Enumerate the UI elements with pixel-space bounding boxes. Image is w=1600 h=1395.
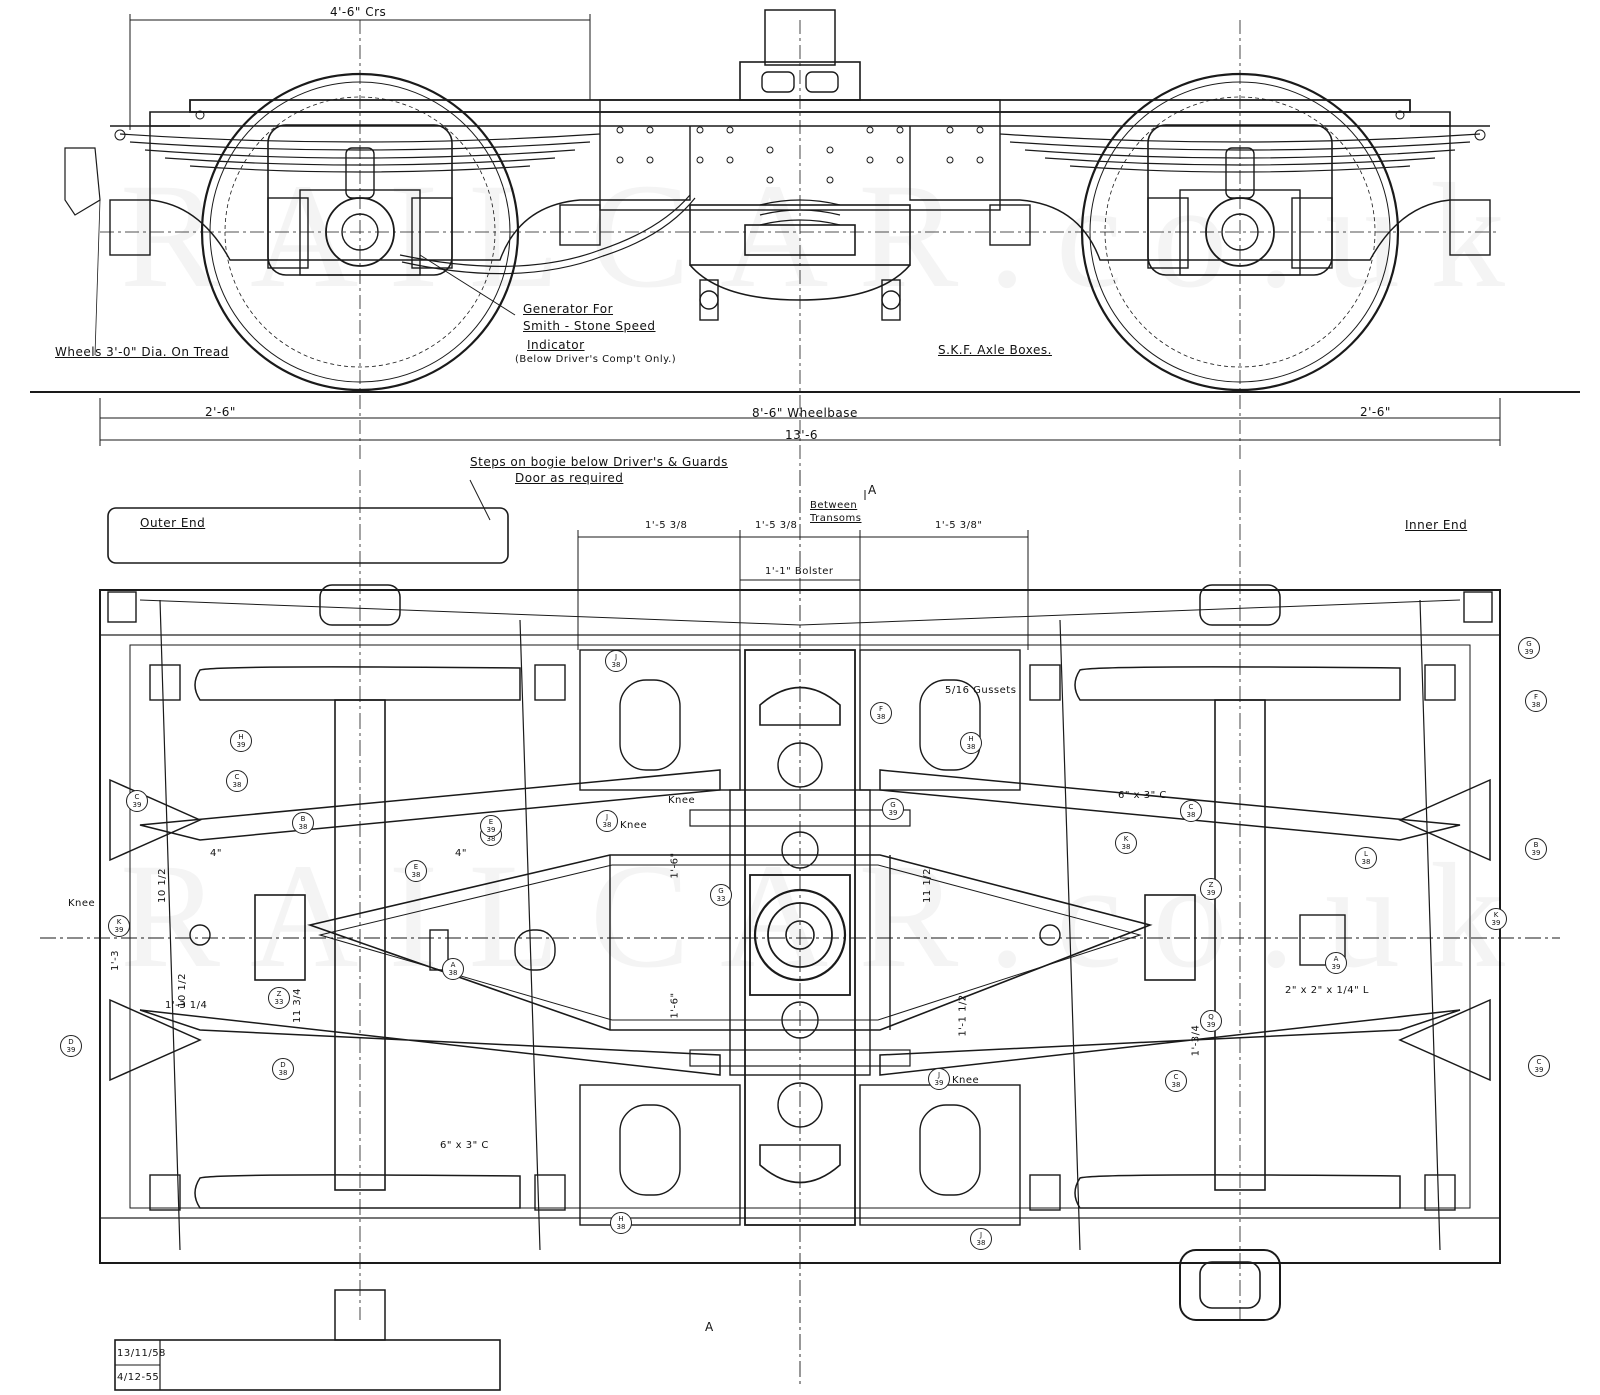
dim-wheelbase-label: 8'-6" Wheelbase <box>752 406 858 420</box>
generator-line-3: Indicator <box>527 338 585 352</box>
between-transoms: Between Transoms <box>810 500 862 524</box>
vdim-12: 1'-3/4 <box>1190 1024 1202 1057</box>
inner-end-label: Inner End <box>1405 518 1468 532</box>
knee-label-4: Knee <box>952 1075 980 1086</box>
title-date-1: 13/11/58 <box>117 1348 166 1359</box>
knee-label-3: Knee <box>68 898 96 909</box>
channel-lower-label: 6" x 3" C <box>440 1140 489 1151</box>
dim-c-label: 1'-5 3/8" <box>935 520 983 531</box>
axle-boxes-label: S.K.F. Axle Boxes. <box>938 343 1052 357</box>
section-mark-top: A <box>868 483 877 497</box>
steps-note: Steps on bogie below Driver's & Guards D… <box>470 455 728 485</box>
dim-b-label: 1'-5 3/8 <box>755 520 798 531</box>
vdim-7: 1'-3 <box>110 949 122 972</box>
dim-right-label: 2'-6" <box>1360 405 1391 419</box>
dim-left-label: 2'-6" <box>205 405 236 419</box>
vdim-8: 11 3/4 <box>292 988 303 1023</box>
generator-line-4: (Below Driver's Comp't Only.) <box>515 354 677 365</box>
plan-view <box>40 470 1560 1391</box>
rivets-side <box>114 110 1486 184</box>
knee-label-2: Knee <box>620 820 648 831</box>
generator-line-1: Generator For <box>523 302 614 316</box>
between-line-2: Transoms <box>810 513 862 524</box>
outer-end-label: Outer End <box>140 516 206 530</box>
gussets-label: 5/16 Gussets <box>945 685 1017 696</box>
title-date-2: 4/12-55 <box>117 1372 160 1383</box>
vdim-9: 4" <box>210 848 222 859</box>
vdim-2: 1'-6" <box>669 992 681 1019</box>
side-elevation <box>30 9 1580 470</box>
axle-box-left <box>267 124 453 276</box>
wheel-left <box>200 72 520 392</box>
dim-overall-label: 13'-6 <box>785 428 819 442</box>
vdim-3: 11 1/2 <box>922 868 933 903</box>
steps-line-2: Door as required <box>515 471 624 485</box>
vdim-1: 1'-6" <box>669 852 681 879</box>
bolster-dim-label: 1'-1" Bolster <box>765 566 834 577</box>
vdim-10: 4" <box>455 848 467 859</box>
axle-guides <box>194 666 1401 1209</box>
dimensions-plan <box>577 490 1029 650</box>
generator-note: Generator For Smith - Stone Speed Indica… <box>515 302 676 365</box>
axle-box-right <box>1147 124 1333 276</box>
between-line-1: Between <box>810 500 858 511</box>
dim-a-label: 1'-5 3/8 <box>645 520 688 531</box>
section-mark-bottom: A <box>705 1320 714 1334</box>
vdim-11: 1'-3 1/4 <box>165 1000 208 1011</box>
vdim-5: 10 1/2 <box>157 868 168 903</box>
dimensions-side <box>99 14 1501 446</box>
channel-upper-label: 6" x 3" C <box>1118 790 1167 801</box>
leaf-spring-right <box>999 133 1481 173</box>
channel-small-label: 2" x 2" x 1/4" L <box>1285 985 1369 996</box>
vdim-4: 1'-1 1/2 <box>957 994 969 1037</box>
leaf-spring-left <box>119 133 601 173</box>
generator-line-2: Smith - Stone Speed <box>523 319 656 333</box>
dim-centres-label: 4'-6" Crs <box>330 5 387 19</box>
wheels-note: Wheels 3'-0" Dia. On Tread <box>55 345 229 359</box>
knee-label-1: Knee <box>668 795 696 806</box>
steps-line-1: Steps on bogie below Driver's & Guards <box>470 455 728 469</box>
